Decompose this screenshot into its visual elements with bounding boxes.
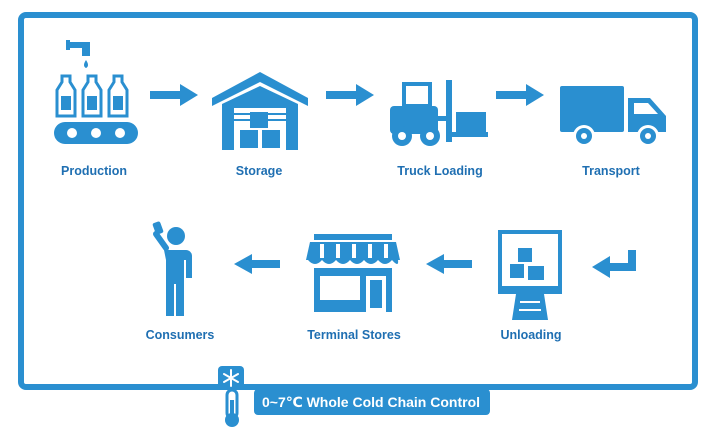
step-label-terminal-stores: Terminal Stores <box>307 328 401 342</box>
warehouse-icon <box>212 72 308 150</box>
person-drinking-icon <box>152 221 192 316</box>
arrow-left-icon <box>234 254 280 274</box>
delivery-truck-icon <box>560 86 666 147</box>
bottle-production-line-icon <box>54 40 138 144</box>
step-label-transport: Transport <box>582 164 640 178</box>
cold-chain-banner: 0~7℃ Whole Cold Chain Control <box>254 389 491 415</box>
step-label-unloading: Unloading <box>500 328 562 342</box>
step-label-production: Production <box>61 164 127 178</box>
step-label-consumers: Consumers <box>145 328 215 342</box>
arrow-right-icon <box>326 84 374 106</box>
diagram-frame <box>18 12 698 390</box>
thermometer-snowflake-icon <box>218 366 244 427</box>
arrow-right-icon <box>496 84 544 106</box>
step-label-storage: Storage <box>235 164 283 178</box>
arrow-left-icon <box>426 254 472 274</box>
unloading-dock-icon <box>498 230 562 320</box>
storefront-icon <box>306 234 400 312</box>
return-arrow-left-icon <box>592 250 636 278</box>
arrow-right-icon <box>150 84 198 106</box>
forklift-icon <box>390 80 488 146</box>
step-label-truck-loading: Truck Loading <box>397 164 483 178</box>
